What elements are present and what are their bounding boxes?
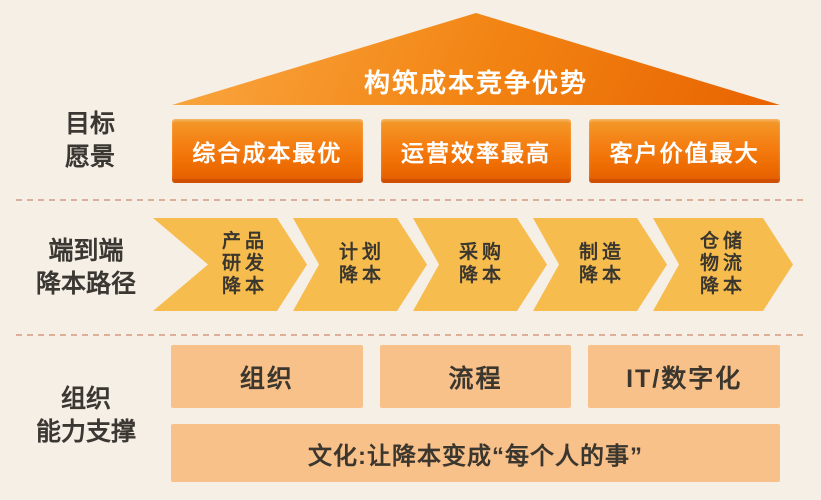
- arrow-text-line: 计划: [338, 242, 385, 264]
- section-label-vision: 目标 愿景: [15, 108, 165, 173]
- dashed-divider-bottom: [16, 334, 805, 336]
- arrow-text-line: 仓储: [699, 230, 746, 252]
- path-arrow-procurement: 采购 降本: [413, 218, 547, 311]
- culture-box: 文化:让降本变成“每个人的事”: [171, 424, 780, 482]
- arrow-text-line: 制造: [578, 242, 625, 264]
- support-box-process: 流程: [379, 345, 572, 408]
- vision-box-efficiency: 运营效率最高: [380, 119, 572, 183]
- arrow-text-line: 研发: [221, 253, 268, 275]
- section-label-vision-line2: 愿景: [64, 142, 115, 171]
- section-label-support-line1: 组织: [60, 385, 111, 413]
- section-label-vision-line1: 目标: [64, 110, 115, 138]
- support-box-row: 组织 流程 IT/数字化: [171, 345, 781, 408]
- path-arrow-warehouse-logistics: 仓储 物流 降本: [653, 218, 793, 311]
- culture-text: 文化:让降本变成“每个人的事”: [308, 442, 643, 470]
- vision-box-customer-value: 客户价值最大: [589, 119, 781, 183]
- arrow-text-line: 降本: [578, 264, 625, 286]
- vision-box-total-cost: 综合成本最优: [172, 119, 363, 183]
- section-label-path-line2: 降本路径: [35, 269, 136, 298]
- section-label-support-line2: 能力支撑: [35, 417, 136, 446]
- support-box-organization: 组织: [171, 345, 363, 408]
- roof-triangle: 构筑成本竞争优势: [172, 13, 780, 105]
- vision-box-row: 综合成本最优 运营效率最高 客户价值最大: [172, 119, 781, 183]
- arrow-text-line: 物流: [699, 253, 746, 275]
- section-label-support: 组织 能力支撑: [11, 383, 161, 448]
- arrow-text-line: 降本: [338, 264, 385, 286]
- support-box-it-digital: IT/数字化: [588, 345, 781, 408]
- arrow-text-line: 降本: [699, 275, 746, 297]
- arrow-text-line: 降本: [221, 275, 268, 297]
- path-arrow-product-rd: 产品 研发 降本: [153, 218, 307, 311]
- section-label-path: 端到端 降本路径: [11, 235, 161, 300]
- arrow-text-line: 采购: [458, 242, 505, 264]
- section-label-path-line1: 端到端: [48, 237, 124, 265]
- roof-title: 构筑成本竞争优势: [363, 68, 588, 98]
- path-arrow-manufacturing: 制造 降本: [533, 218, 667, 311]
- arrow-text-line: 降本: [458, 264, 505, 286]
- arrow-text-line: 产品: [221, 230, 268, 252]
- path-arrow-planning: 计划 降本: [293, 218, 427, 311]
- dashed-divider-top: [16, 199, 805, 201]
